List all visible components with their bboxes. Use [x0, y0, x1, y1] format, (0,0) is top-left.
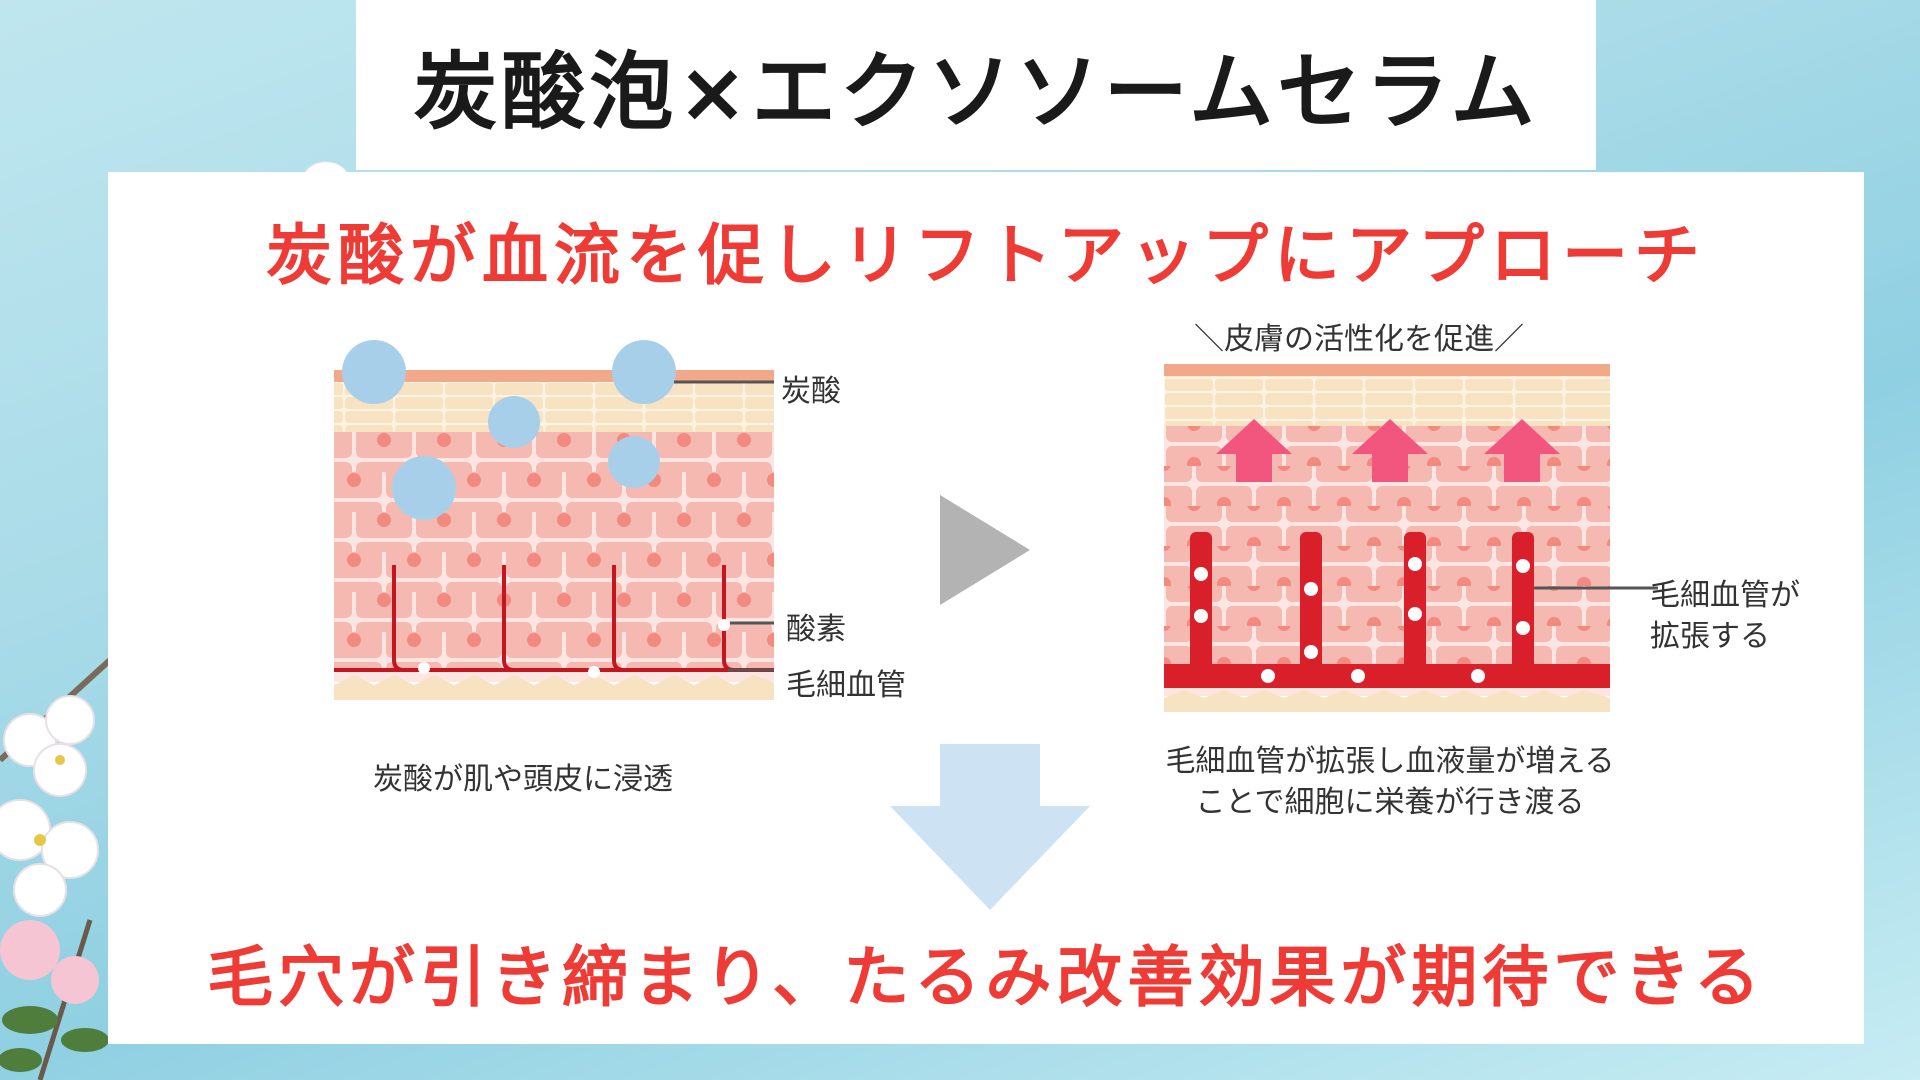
- left-skin-diagram: [334, 340, 774, 700]
- label-capillary: 毛細血管: [786, 668, 906, 703]
- content-panel: 炭酸が血流を促しリフトアップにアプローチ: [108, 172, 1864, 1044]
- down-arrow-icon: [890, 744, 1090, 910]
- right-caption-line1: 毛細血管が拡張し血液量が増える: [1165, 744, 1615, 779]
- title-banner: 炭酸泡×エクソソームセラム: [356, 0, 1596, 170]
- skin-layer-right: [1164, 364, 1610, 712]
- left-caption: 炭酸が肌や頭皮に浸透: [373, 762, 673, 797]
- oxygen-dots-right: [1194, 557, 1530, 683]
- play-arrow-icon: [940, 495, 1030, 605]
- label-carbonic: 炭酸: [781, 374, 841, 409]
- leader-line-extension: [1610, 586, 1658, 590]
- skin-layer: [334, 370, 774, 700]
- right-caption: 毛細血管が拡張し血液量が増える ことで細胞に栄養が行き渡る: [1120, 742, 1660, 823]
- leader-lines: [674, 380, 774, 672]
- label-oxygen: 酸素: [786, 612, 846, 647]
- right-skin-diagram: [1164, 364, 1610, 712]
- headline-top: 炭酸が血流を促しリフトアップにアプローチ: [266, 217, 1706, 294]
- up-arrow-icons: [1216, 419, 1560, 482]
- headline-bottom: 毛穴が引き締まり、たるみ改善効果が期待できる: [206, 939, 1766, 1016]
- page-title: 炭酸泡×エクソソームセラム: [413, 42, 1539, 141]
- carbonic-bubbles: [342, 340, 676, 520]
- label-dilate-line1: 毛細血管が: [1650, 578, 1800, 613]
- label-dilate-line2: 拡張する: [1650, 618, 1770, 654]
- label-dilate: 毛細血管が 拡張する: [1650, 576, 1800, 657]
- right-caption-line2: ことで細胞に栄養が行き渡る: [1195, 784, 1585, 820]
- oxygen-dots: [418, 619, 730, 678]
- blossom-decoration: [0, 657, 113, 1080]
- right-heading: ＼皮膚の活性化を促進／: [1194, 322, 1524, 357]
